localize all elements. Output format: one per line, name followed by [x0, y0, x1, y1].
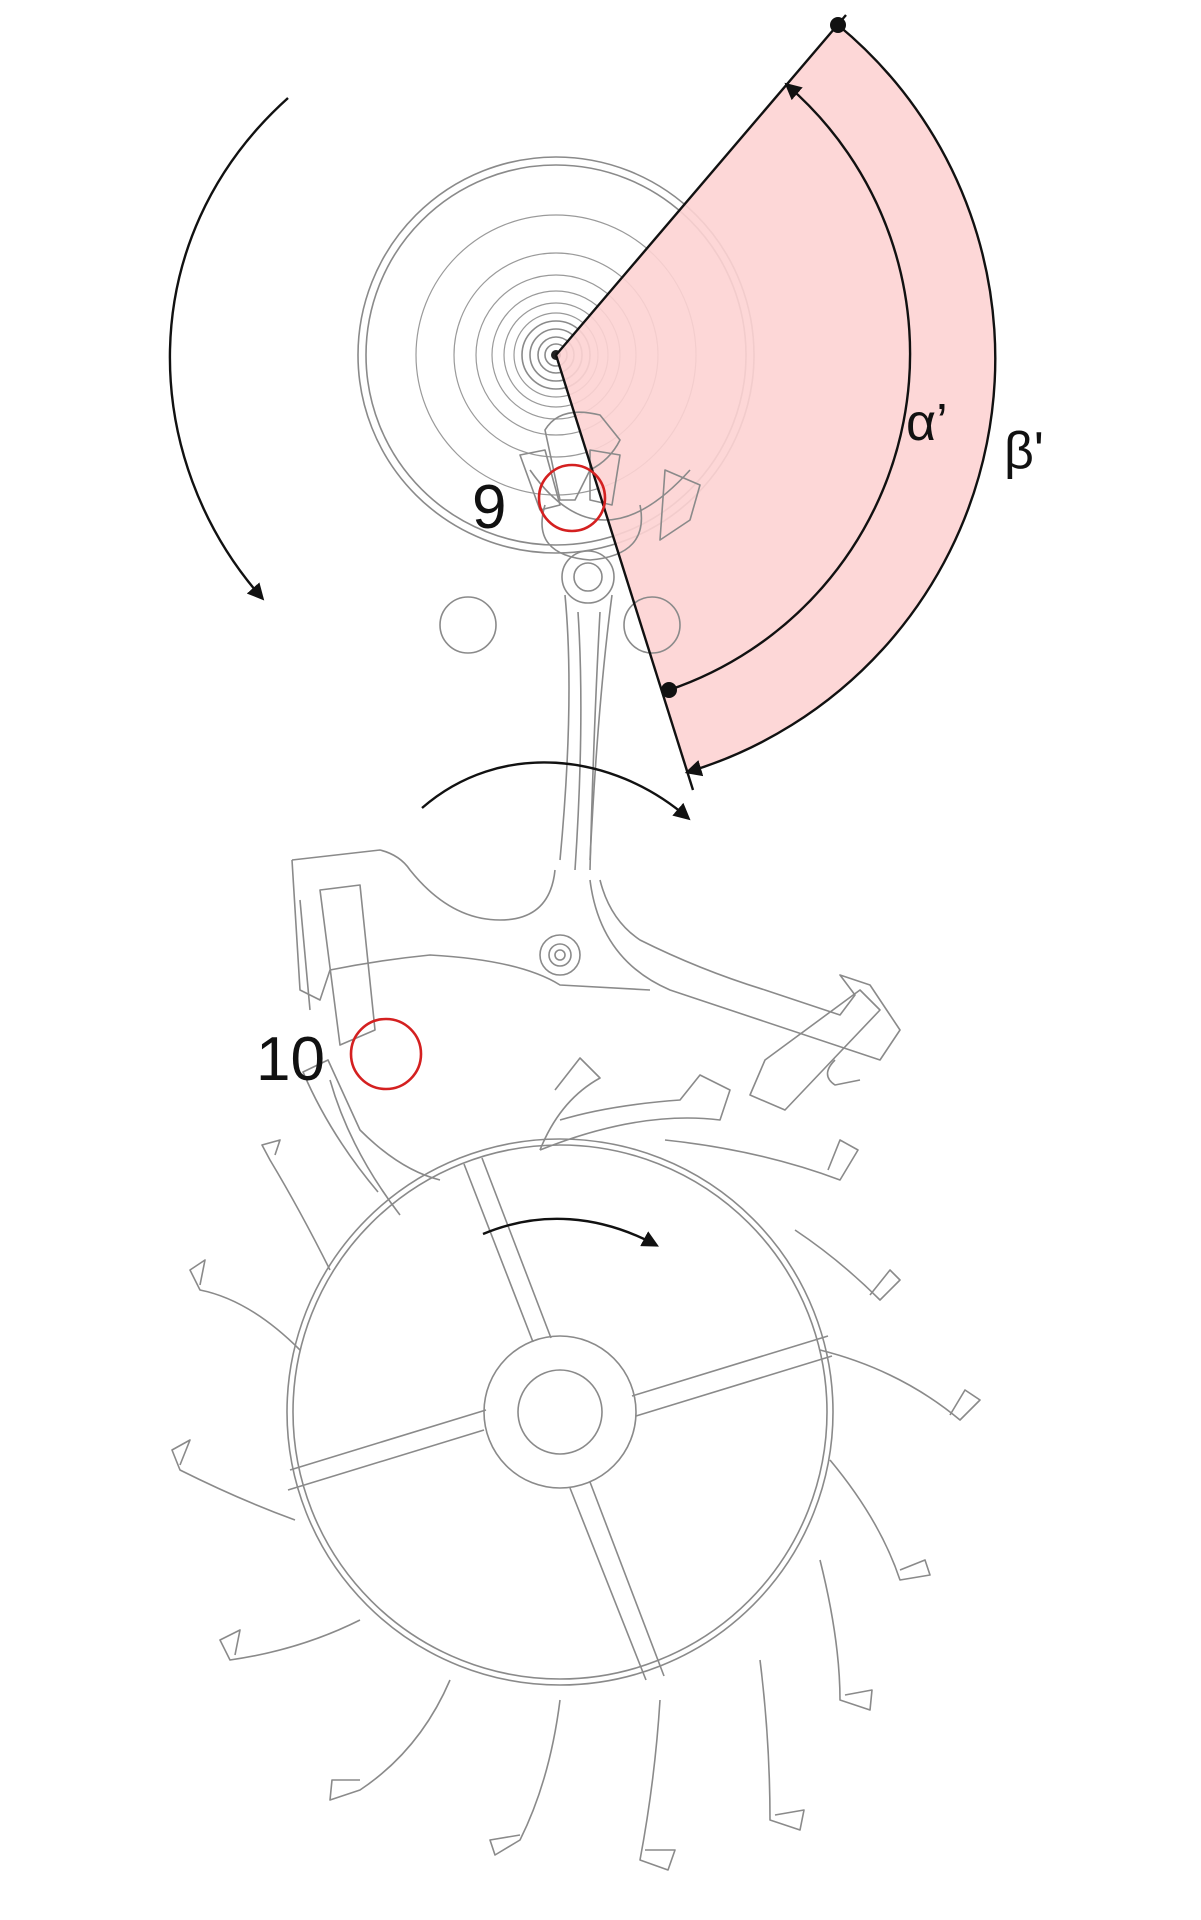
- alpha-label: α’: [906, 394, 948, 452]
- contact-9-label: 9: [472, 473, 506, 542]
- alpha-start-dot: [661, 682, 677, 698]
- contact-point-10-marker: [349, 1017, 423, 1091]
- pallet-lever: [291, 411, 901, 1111]
- beta-arc: [684, 24, 997, 777]
- lever-rotation-arrow: [421, 761, 691, 821]
- beta-boundary-line-upper: [555, 14, 847, 356]
- escape-wheel-rotation-arrow: [482, 1217, 659, 1247]
- alpha-arc: [668, 82, 912, 692]
- beta-boundary-line-lower: [554, 354, 695, 791]
- contact-10-label: 10: [256, 1025, 325, 1094]
- escape-wheel: [171, 1057, 981, 1871]
- contact-point-9-marker: [537, 463, 607, 533]
- beta-label: β': [1004, 422, 1044, 480]
- beta-angle-sector: [556, 25, 996, 772]
- beta-start-dot: [830, 17, 846, 33]
- balance-rotation-arrow: [168, 97, 289, 601]
